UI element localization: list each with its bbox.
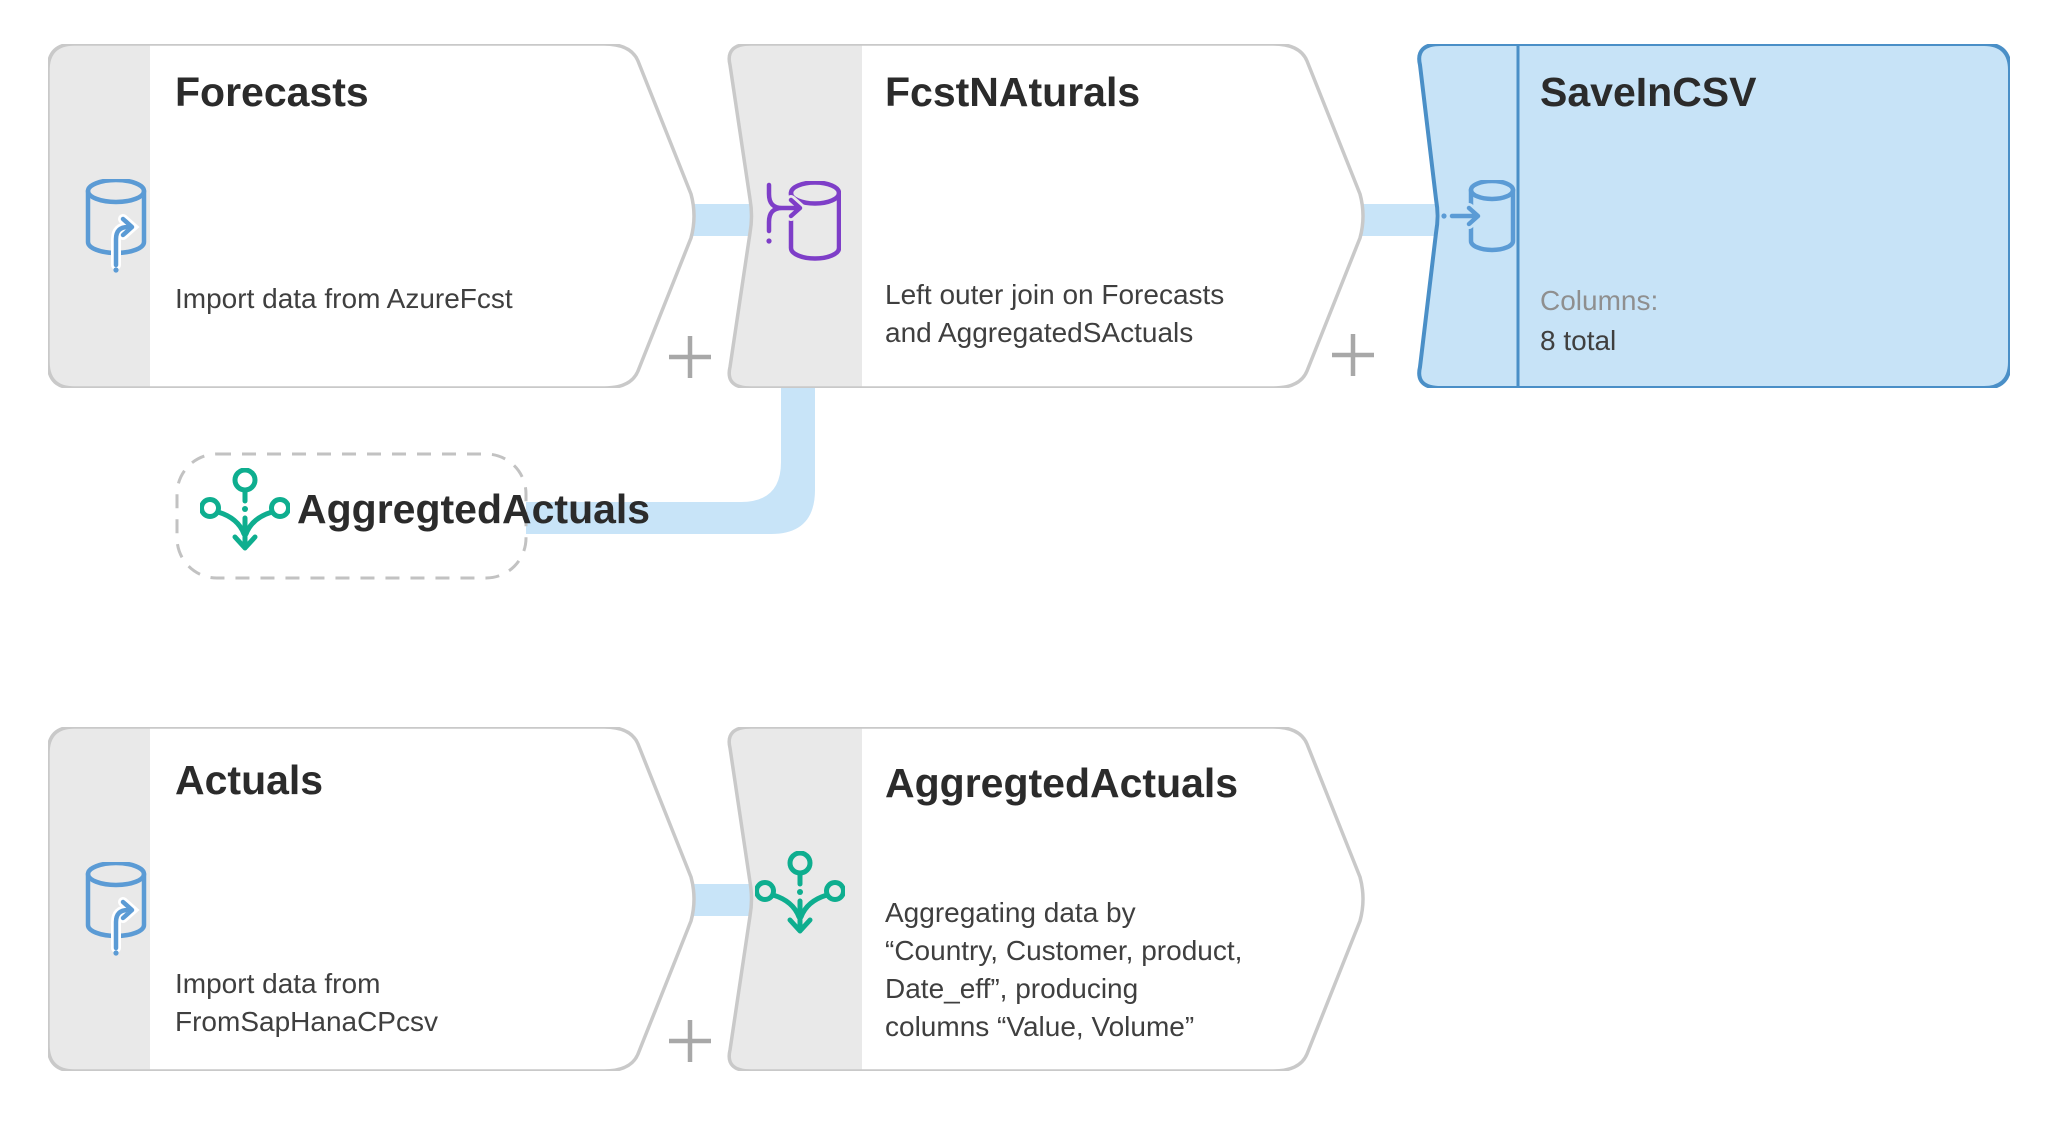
node-title: SaveInCSV (1540, 69, 1757, 115)
reference-node-title: AggregtedActuals (297, 486, 651, 532)
columns-value: 8 total (1540, 325, 1617, 356)
plus-icon[interactable] (1330, 332, 1376, 378)
node-fcstnaturals[interactable]: FcstNAturals Left outer join on Forecast… (717, 44, 1366, 388)
node-forecasts[interactable]: Forecasts Import data from AzureFcst (48, 44, 697, 388)
node-description: Aggregating data by “Country, Customer, … (885, 897, 1243, 1042)
database-import-icon (85, 179, 147, 273)
node-saveincsv[interactable]: SaveInCSV Columns: 8 total (1407, 44, 2010, 388)
join-icon (766, 181, 841, 261)
node-title: Actuals (175, 757, 324, 803)
database-export-icon (1441, 180, 1516, 253)
node-description: Import data from AzureFcst (175, 283, 513, 314)
reference-node-shape (175, 452, 528, 580)
node-shape (48, 44, 696, 388)
node-actuals[interactable]: Actuals Import data from FromSapHanaCPcs… (48, 727, 697, 1071)
node-description: Left outer join on Forecasts and Aggrega… (885, 279, 1225, 348)
node-title: FcstNAturals (885, 69, 1141, 115)
plus-icon[interactable] (667, 1018, 713, 1064)
node-title: Forecasts (175, 69, 369, 115)
columns-label: Columns: (1540, 285, 1659, 316)
database-import-icon (85, 862, 147, 956)
plus-icon[interactable] (667, 334, 713, 380)
aggregate-icon (755, 851, 845, 934)
node-aggregtedactuals[interactable]: AggregtedActuals Aggregating data by “Co… (717, 727, 1366, 1071)
node-aggregtedactuals-reference[interactable]: AggregtedActuals (175, 452, 650, 580)
node-description: Import data from FromSapHanaCPcsv (175, 968, 438, 1037)
node-title: AggregtedActuals (885, 760, 1239, 806)
